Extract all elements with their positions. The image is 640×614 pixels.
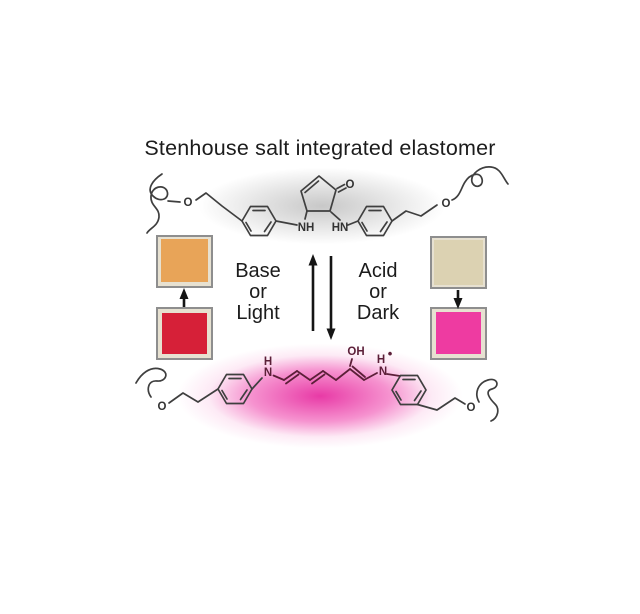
condition-line: Acid	[358, 260, 398, 282]
closed-form-structure: O NH HN O O	[146, 166, 509, 237]
polymer-squiggle-top-left	[146, 173, 169, 234]
swatch-fill	[161, 239, 208, 282]
swatch-closed-form-orange	[156, 235, 213, 288]
ketone-oxygen-label: O	[346, 179, 355, 191]
radical-dot: •	[388, 346, 393, 361]
amine-n-label: N	[379, 366, 387, 378]
swatch-open-form-red	[156, 307, 213, 360]
up-arrow-icon	[179, 288, 189, 307]
amine-n-label: N	[264, 367, 272, 379]
swatch-fill	[162, 313, 207, 354]
ether-oxygen-label: O	[467, 402, 476, 414]
condition-line: Dark	[356, 302, 400, 324]
ether-oxygen-label: O	[158, 401, 167, 413]
reverse-condition-label: Acid or Dark	[323, 261, 433, 324]
condition-line: or	[249, 281, 267, 303]
swatch-closed-form-beige	[430, 236, 487, 289]
swatch-fill	[434, 240, 483, 285]
condition-line: Base	[235, 260, 281, 282]
polymer-squiggle-bottom-left	[135, 367, 167, 398]
polymer-squiggle-bottom-right	[476, 378, 499, 422]
swatch-fill	[436, 312, 481, 354]
amine-h-label: H	[264, 356, 272, 368]
ether-oxygen-label: O	[184, 197, 193, 209]
amine-h-label: H	[377, 354, 385, 366]
condition-line: Light	[236, 302, 280, 324]
figure-title: Stenhouse salt integrated elastomer	[144, 136, 496, 160]
hydroxyl-label: OH	[347, 346, 364, 358]
polymer-squiggle-top-right	[451, 166, 509, 201]
swatch-open-form-pink	[430, 307, 487, 360]
forward-condition-label: Base or Light	[203, 261, 313, 324]
open-form-structure: O H N OH H • N O	[135, 346, 499, 422]
condition-line: or	[369, 281, 387, 303]
amine-left-label: NH	[298, 222, 315, 234]
ether-oxygen-label: O	[442, 198, 451, 210]
amine-right-label: HN	[332, 222, 349, 234]
